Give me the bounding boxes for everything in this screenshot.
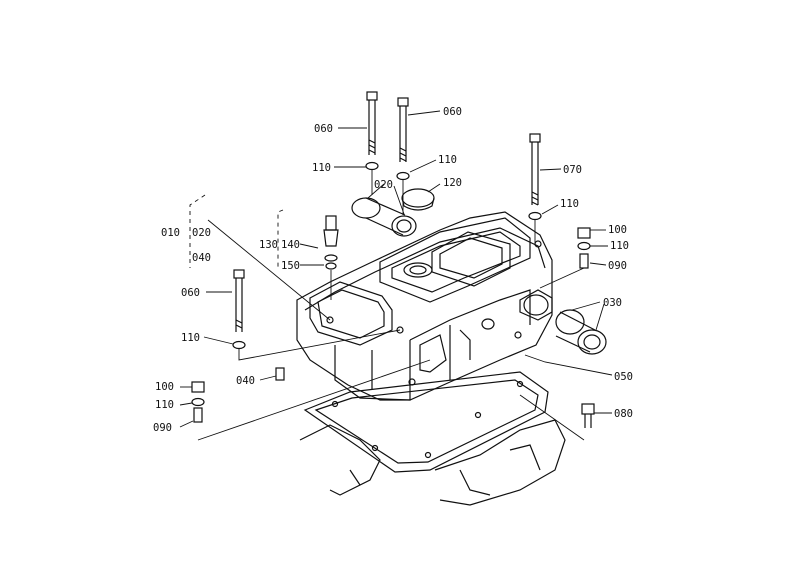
label-060: 060 [314, 123, 333, 135]
label-100: 100 [608, 224, 627, 236]
tubes-020 [351, 197, 417, 237]
label-030: 030 [603, 297, 622, 309]
nuts-left [191, 381, 205, 423]
label-090: 090 [153, 422, 172, 434]
part-labels: 060 060 110 110 020 120 070 110 100 110 … [153, 106, 633, 434]
label-110: 110 [610, 240, 629, 252]
label-150: 150 [281, 260, 300, 272]
bolt-060-left [232, 269, 246, 350]
label-050: 050 [614, 371, 633, 383]
label-120: 120 [443, 177, 462, 189]
label-020: 020 [192, 227, 211, 239]
label-140: 140 [281, 239, 300, 251]
label-110: 110 [181, 332, 200, 344]
bolt-080 [581, 403, 595, 428]
cylinder-head-cover [296, 211, 553, 473]
label-070: 070 [563, 164, 582, 176]
label-110: 110 [312, 162, 331, 174]
label-060: 060 [443, 106, 462, 118]
label-130: 130 [259, 239, 278, 251]
label-040: 040 [236, 375, 255, 387]
bolt-060-right-top [396, 97, 410, 181]
label-080: 080 [614, 408, 633, 420]
label-020: 020 [374, 179, 393, 191]
cap-120 [401, 188, 435, 211]
label-100: 100 [155, 381, 174, 393]
label-110: 110 [438, 154, 457, 166]
label-110: 110 [155, 399, 174, 411]
bolt-060-left-top [365, 91, 379, 171]
label-060: 060 [181, 287, 200, 299]
engine-block-background [299, 419, 566, 506]
bolt-070 [528, 133, 542, 221]
plug-040 [275, 367, 285, 381]
label-010: 010 [161, 227, 180, 239]
nuts-right [577, 227, 591, 269]
breather-130 [323, 215, 339, 270]
label-090: 090 [608, 260, 627, 272]
label-110: 110 [560, 198, 579, 210]
label-040: 040 [192, 252, 211, 264]
leader-lines [179, 110, 613, 441]
tubes-030 [523, 294, 607, 355]
